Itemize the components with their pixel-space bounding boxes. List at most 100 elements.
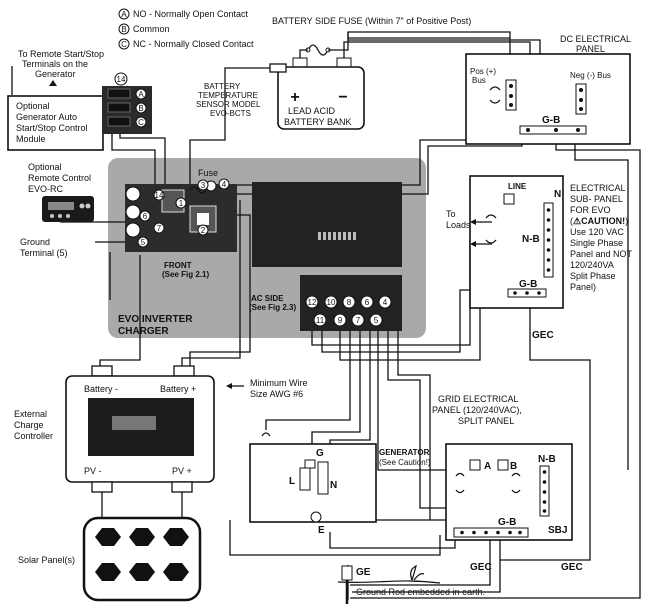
evo-fuse-label: Fuse [198,168,218,178]
gec-right-label: GEC [561,562,583,573]
wire-size-line1: Minimum Wire [250,378,308,388]
sub-line-label: LINE [508,182,527,191]
battery-fuse-label: BATTERY SIDE FUSE (Within 7" of Positive… [272,16,471,26]
battery-line2: BATTERY BANK [284,117,352,127]
evo-display-slots [318,232,356,240]
grid-neutral-bus-screws [542,470,547,513]
svg-text:4: 4 [222,180,227,189]
svg-text:5: 5 [374,316,379,325]
svg-text:ELECTRICAL: ELECTRICAL [570,183,626,193]
svg-text:(⚠CAUTION!): (⚠CAUTION!) [570,216,628,226]
svg-text:7: 7 [356,316,361,325]
svg-text:Use 120 VAC: Use 120 VAC [570,227,624,237]
cc-battery-pos: Battery + [160,384,196,394]
legend-c-text: NC - Normally Closed Contact [133,39,254,49]
gen-term-line1: To Remote Start/Stop [18,49,104,59]
svg-text:8: 8 [347,298,352,307]
svg-text:120/240VA: 120/240VA [570,260,614,270]
to-loads-line1: To [446,209,456,219]
cc-label3: Controller [14,431,53,441]
solar-label: Solar Panel(s) [18,555,75,565]
sub-gec-label: GEC [532,330,554,341]
ags-a: A [138,90,144,99]
cc-label2: Charge [14,420,44,430]
evo-name-line2: CHARGER [118,326,169,337]
wire-size-line2: Size AWG #6 [250,389,303,399]
svg-text:5: 5 [141,238,146,247]
generator-title: GENERATOR [379,448,430,457]
sub-nb-label: N-B [522,234,540,245]
gen-g-label: G [316,448,324,459]
battery-minus: − [338,89,347,106]
temp-line3: SENSOR MODEL [196,100,261,109]
gen-e-label: E [318,525,325,536]
grid-a-label: A [484,461,491,472]
grid-sbj-label: SBJ [548,525,567,536]
grid-title1: GRID ELECTRICAL [438,394,519,404]
ags-line1: Optional [16,101,50,111]
cc-label1: External [14,409,47,419]
gen-term-line3: Generator [35,69,76,79]
evo-front-label: FRONT [164,261,192,270]
dc-neg-label: Neg (-) Bus [570,71,611,80]
evo-ac-label: AC SIDE [251,294,284,303]
remote-line1: Optional [28,162,62,172]
grid-nb-label: N-B [538,454,556,465]
grass-icon [410,564,425,581]
svg-text:6: 6 [365,298,370,307]
svg-text:11: 11 [316,316,325,325]
evo-ac-ref: (See Fig 2.3) [249,303,296,312]
evo-ac-terminals-bottom: 11 9 7 5 [313,313,383,327]
earth-line [337,580,441,584]
legend-c-letter: C [121,40,127,49]
ags-line3: Start/Stop Control [16,123,88,133]
pv-pos-terminal [171,481,193,493]
svg-text:Single Phase: Single Phase [570,238,623,248]
generator-note: (See Caution!) [379,458,431,467]
svg-text:9: 9 [338,316,343,325]
grid-ground-bus-screws [460,530,522,535]
dc-pos-label2: Bus [472,76,486,85]
svg-text:12: 12 [308,298,317,307]
ground-terminal-line2: Terminal (5) [20,248,68,258]
temp-line4: EVO-BCTS [210,109,251,118]
cc-pv-neg: PV - [84,466,102,476]
dc-panel-title2: PANEL [576,44,605,54]
svg-text:Split Phase: Split Phase [570,271,616,281]
dc-ground-bus [519,125,587,135]
arrow-up-icon [49,80,57,86]
grid-gb-label: G-B [498,517,516,528]
temp-line2: TEMPERATURE [198,91,258,100]
ags-module-box [7,95,104,151]
generator-remote-terminals-label: To Remote Start/Stop Terminals on the Ge… [18,49,104,86]
dc-gb-label: G-B [542,115,560,126]
grid-title2: PANEL (120/240VAC), [432,405,522,415]
sub-n-label: N [554,189,561,200]
ags-line4: Module [16,134,46,144]
sub-panel-note: ELECTRICAL SUB- PANEL FOR EVO (⚠CAUTION!… [570,183,633,292]
ground-ge-label: GE [356,567,371,578]
svg-text:3: 3 [201,181,206,190]
svg-text:SUB- PANEL: SUB- PANEL [570,194,623,204]
cc-pv-pos: PV + [172,466,192,476]
svg-text:FOR EVO: FOR EVO [570,205,611,215]
dc-panel-title1: DC ELECTRICAL [560,34,631,44]
legend-a-letter: A [121,10,127,19]
solar-cells [95,528,189,581]
contact-legend: A NO - Normally Open Contact B Common C … [118,8,254,50]
breaker-b [497,459,509,471]
to-loads-line2: Loads [446,220,471,230]
grid-b-label: B [510,461,517,472]
svg-text:4: 4 [383,298,388,307]
ground-rod-label: Ground Rod embedded in earth. [356,587,485,597]
ags-line2: Generator Auto [16,112,77,122]
pv-neg-terminal [91,481,113,493]
ags-c: C [138,118,144,127]
legend-b-text: Common [133,24,170,34]
evo-front-numbers: 14 1 2 3 4 5 6 7 [137,178,230,248]
battery-neg-terminal [91,365,113,377]
evo-front-ref: (See Fig 2.1) [162,270,209,279]
battery-pos-terminal [173,365,195,377]
temp-sensor-icon [269,63,287,73]
